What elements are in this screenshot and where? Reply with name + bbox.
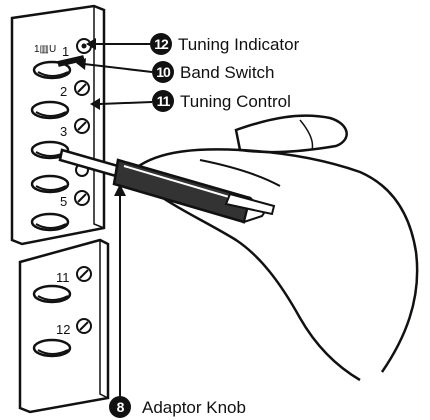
channel-row-3: 3 (30, 118, 90, 160)
channel-row-12: 12 (32, 318, 92, 358)
channel-number: 11 (56, 270, 70, 285)
channel-number: 1 (62, 44, 69, 59)
callout-badge-12: 12 (150, 33, 172, 55)
channel-number: 12 (56, 322, 70, 337)
callout-badge-10: 10 (152, 61, 174, 83)
callout-label-band-switch: Band Switch (180, 63, 275, 82)
channel-row-11: 11 (32, 266, 92, 304)
channel-number: 2 (60, 84, 67, 99)
callout-label-adaptor-knob: Adaptor Knob (142, 398, 246, 417)
panel-header-label: 1▥U (34, 44, 56, 55)
callout-label-tuning-indicator: Tuning Indicator (178, 35, 300, 54)
callout-label-tuning-control: Tuning Control (180, 92, 291, 111)
adaptor-tool (58, 148, 276, 224)
lower-channel-panel (18, 238, 110, 414)
callout-leaders (76, 38, 153, 396)
callout-badge-11: 11 (152, 90, 174, 112)
callout-badge-8: 8 (109, 396, 131, 418)
channel-row-5: 5 (30, 190, 90, 232)
channel-row-2: 2 (30, 80, 90, 120)
hand-illustration (135, 114, 419, 382)
channel-number: 5 (60, 194, 67, 209)
channel-number: 3 (60, 124, 67, 139)
